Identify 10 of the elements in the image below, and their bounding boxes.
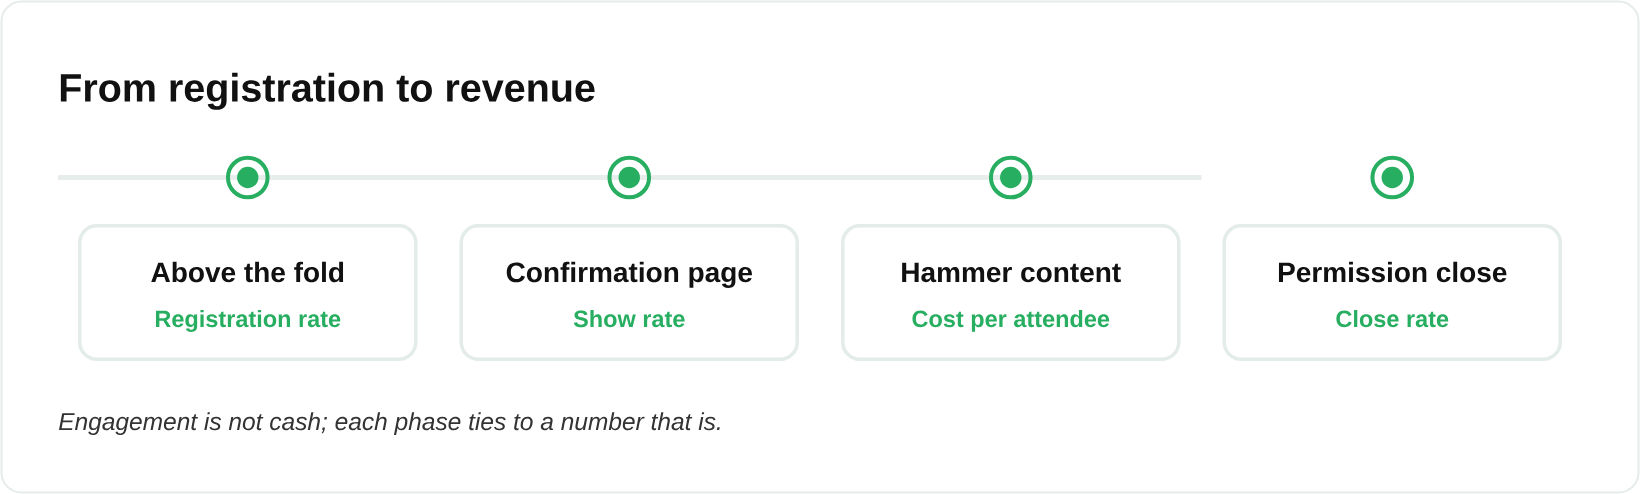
- phase-title: Above the fold: [151, 261, 344, 283]
- metric-label: Close rate: [1336, 310, 1449, 328]
- phase-title: Hammer content: [902, 262, 1121, 283]
- title: From registration to revenue: [60, 72, 595, 110]
- metric-label: Registration rate: [155, 310, 341, 332]
- phase-title: Permission close: [1278, 261, 1507, 283]
- caption: Engagement is not cash; each phase ties to a number that is.: [58, 412, 720, 436]
- phase-title: Confirmation page: [506, 261, 752, 288]
- metric-label: Show rate: [573, 310, 685, 328]
- metric-label: Cost per attendee: [912, 310, 1110, 332]
